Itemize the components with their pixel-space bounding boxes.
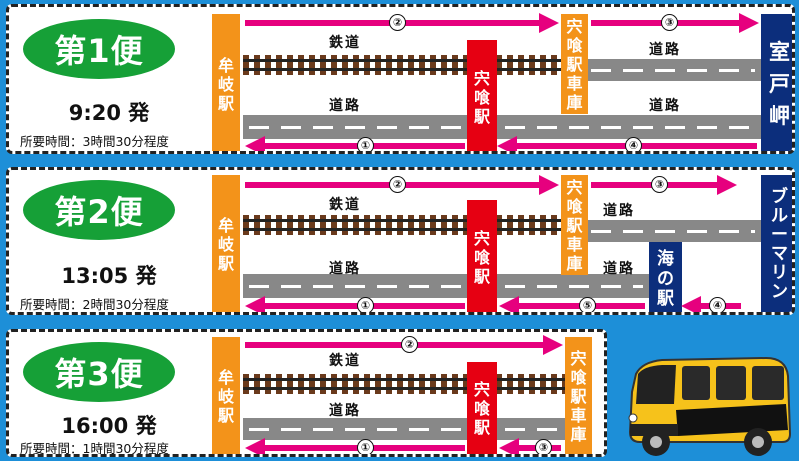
- trip-3-duration: 所要時間：1時間30分程度: [20, 441, 169, 456]
- railway-track: [243, 374, 565, 394]
- route-arrow: ①: [245, 136, 465, 151]
- road-label: 道路: [649, 42, 681, 58]
- road-lower: [243, 418, 565, 440]
- station-mugi: 牟岐駅: [212, 337, 240, 454]
- route-arrow: ①: [245, 438, 465, 454]
- route-arrow: ③: [499, 438, 561, 454]
- station-mugi: 牟岐駅: [212, 175, 240, 312]
- station-shishikui: 宍喰駅: [467, 40, 497, 151]
- station-shishikui: 宍喰駅: [467, 362, 497, 454]
- station-umi-no-eki: 海の駅: [649, 242, 682, 312]
- road-label: 道路: [649, 98, 681, 114]
- bus-illustration: [628, 356, 792, 456]
- route-arrow: ③: [591, 175, 737, 195]
- road-label: 道路: [603, 261, 635, 277]
- trip-3-title: 第3便: [23, 342, 175, 402]
- trip-2-title: 第2便: [23, 180, 175, 240]
- trip-1-title: 第1便: [23, 19, 175, 79]
- trip-2-departure: 13:05 発: [61, 264, 157, 288]
- route-arrow: ④: [681, 296, 741, 312]
- route-arrow: ②: [245, 13, 559, 33]
- route-arrow: ④: [497, 136, 757, 151]
- road-label: 道路: [329, 98, 361, 114]
- station-mugi: 牟岐駅: [212, 14, 240, 151]
- station-shishikui-depot: 宍喰駅車庫: [561, 14, 588, 114]
- rail-label: 鉄道: [329, 197, 361, 213]
- route-arrow: ①: [245, 296, 465, 312]
- rail-label: 鉄道: [329, 35, 361, 51]
- trip-3-panel: 第3便 16:00 発 所要時間：1時間30分程度 鉄道 道路 牟岐駅 宍喰駅 …: [6, 329, 607, 457]
- station-shishikui-depot: 宍喰駅車庫: [565, 337, 592, 454]
- route-arrow: ③: [591, 13, 759, 33]
- road-label: 道路: [329, 261, 361, 277]
- trip-2-duration: 所要時間：2時間30分程度: [20, 297, 169, 312]
- route-arrow: ⑤: [499, 296, 645, 312]
- station-shishikui-depot: 宍喰駅車庫: [561, 175, 588, 275]
- trip-2-panel: 第2便 13:05 発 所要時間：2時間30分程度 鉄道 道路 道路 道路 牟岐…: [6, 167, 795, 315]
- trip-1-panel: 第1便 9:20 発 所要時間：3時間30分程度 鉄道 道路 道路 道路 牟岐駅…: [6, 4, 795, 154]
- route-arrow: ②: [245, 335, 563, 355]
- trip-3-departure: 16:00 発: [61, 414, 157, 438]
- station-shishikui: 宍喰駅: [467, 200, 497, 312]
- trip-1-duration: 所要時間：3時間30分程度: [20, 134, 169, 149]
- rail-label: 鉄道: [329, 353, 361, 369]
- destination-murotomisaki: 室戸岬: [761, 14, 792, 151]
- road-label: 道路: [329, 403, 361, 419]
- trip-1-departure: 9:20 発: [68, 101, 150, 125]
- road-upper: [585, 59, 761, 81]
- road-label: 道路: [603, 203, 635, 219]
- railway-track: [243, 215, 561, 235]
- railway-track: [243, 55, 561, 75]
- route-arrow: ②: [245, 175, 559, 195]
- road-upper: [585, 220, 761, 242]
- road-lower: [243, 115, 761, 139]
- destination-blue-marine: ブルーマリン: [761, 175, 792, 312]
- road-lower: [243, 274, 649, 298]
